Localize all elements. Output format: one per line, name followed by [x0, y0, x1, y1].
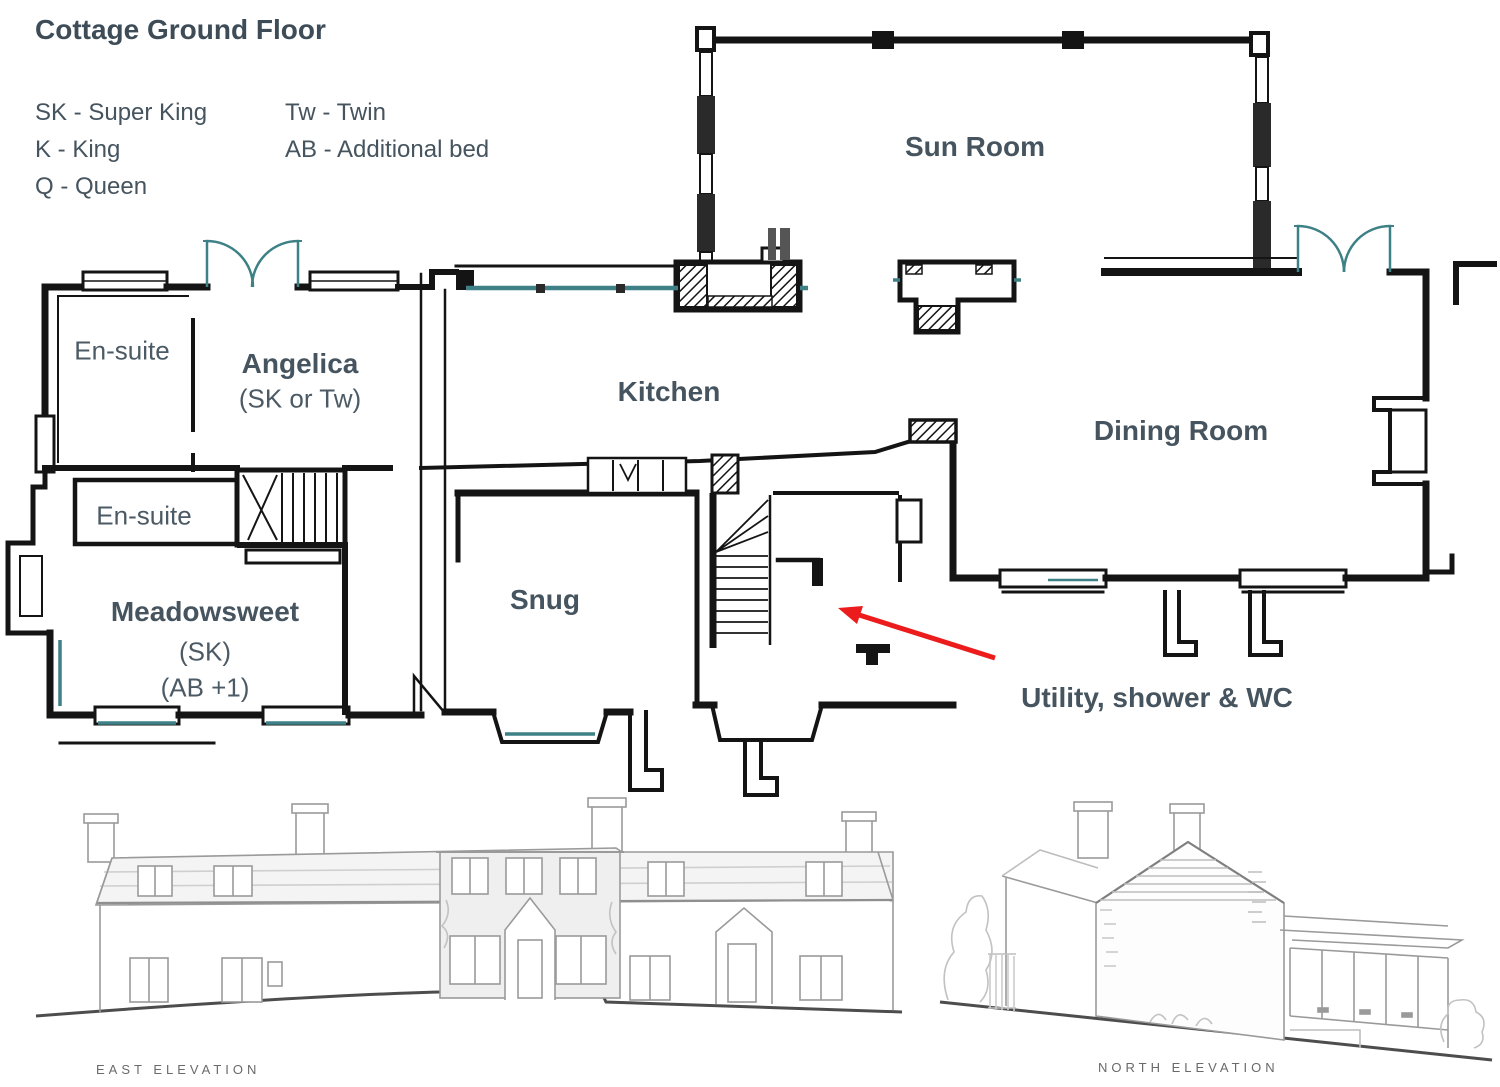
east-elevation-drawing [35, 797, 903, 1018]
window-glazing [58, 278, 1098, 736]
room-label-kitchen: Kitchen [617, 376, 721, 407]
legend-column-2: Tw - Twin AB - Additional bed [285, 94, 489, 168]
staircase-upper [234, 467, 348, 565]
page-title: Cottage Ground Floor [35, 14, 326, 45]
room-label-snug: Snug [510, 584, 580, 615]
door-swing-arcs [203, 224, 1394, 288]
east-elevation-caption: EAST ELEVATION [96, 1062, 261, 1077]
utility-pointer-arrow [838, 606, 996, 661]
room-label-angelica: Angelica [241, 348, 359, 379]
room-label-sun-room: Sun Room [905, 131, 1045, 162]
staircase-central [709, 493, 772, 648]
room-sublabel-angelica: (SK or Tw) [238, 383, 362, 414]
legend-item: AB - Additional bed [285, 136, 490, 163]
legend-item: Tw - Twin [285, 99, 386, 126]
room-sublabel-meadowsweet-ab: (AB +1) [160, 672, 250, 703]
room-label-utility: Utility, shower & WC [1021, 682, 1293, 713]
legend-column-1: SK - Super King K - King Q - Queen [35, 94, 207, 205]
room-label-ensuite-top: En-suite [74, 335, 170, 366]
legend-item: SK - Super King [35, 99, 208, 126]
room-label-ensuite-lower: En-suite [96, 500, 192, 531]
cottage-walls [5, 257, 1497, 797]
room-label-meadowsweet: Meadowsweet [110, 596, 300, 627]
legend-item: Q - Queen [35, 173, 148, 200]
north-elevation-caption: NORTH ELEVATION [1098, 1060, 1279, 1075]
room-sublabel-meadowsweet-sk: (SK) [179, 636, 231, 667]
sun-room-structure [695, 26, 1271, 268]
room-label-dining-room: Dining Room [1093, 415, 1269, 446]
kitchen-step [586, 456, 688, 495]
legend-item: K - King [35, 136, 121, 163]
north-elevation-drawing [939, 801, 1493, 1062]
